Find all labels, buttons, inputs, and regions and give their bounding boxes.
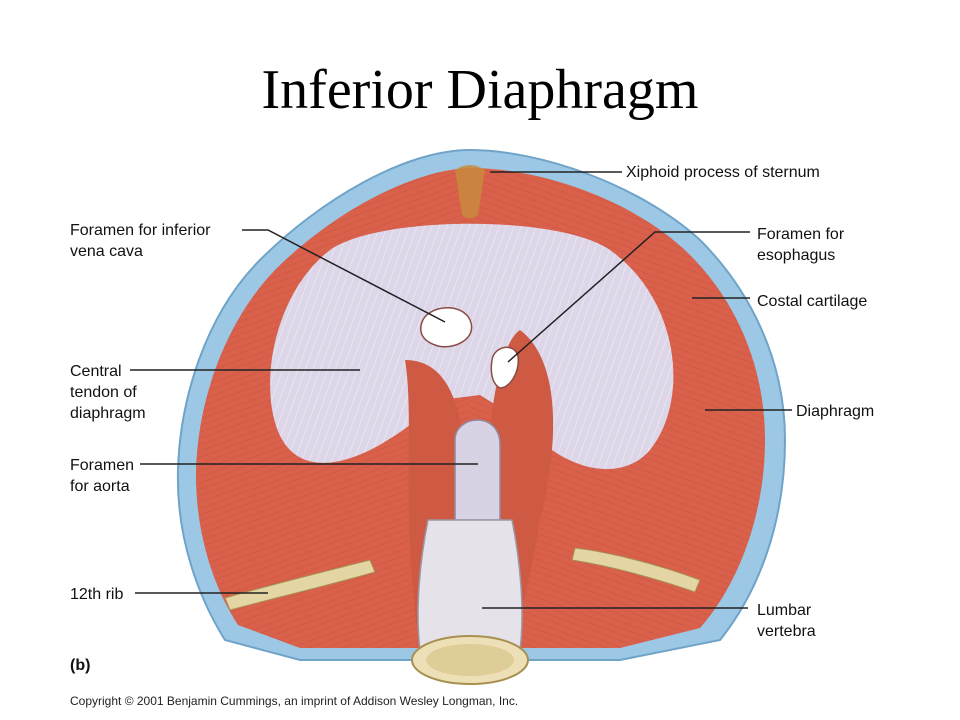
label-foramen-ivc: Foramen for inferior vena cava <box>70 222 211 260</box>
label-diaphragm: Diaphragm <box>796 403 875 420</box>
label-xiphoid: Xiphoid process of sternum <box>626 164 820 181</box>
label-12th-rib: 12th rib <box>70 586 124 603</box>
label-central-tendon: Central tendon of diaphragm <box>70 363 146 422</box>
label-foramen-esophagus: Foramen for esophagus <box>757 226 845 264</box>
page-title: Inferior Diaphragm <box>261 59 699 121</box>
foramen-aorta <box>454 419 501 521</box>
vertebral-column <box>417 519 523 651</box>
copyright-notice: Copyright © 2001 Benjamin Cummings, an i… <box>70 694 519 708</box>
label-lumbar-vertebra: Lumbar vertebra <box>757 602 816 640</box>
left-12th-rib <box>571 547 701 593</box>
foramen-esophagus <box>490 346 519 389</box>
leader-lines <box>130 171 792 609</box>
xiphoid-process <box>455 165 485 219</box>
label-costal-cartilage: Costal cartilage <box>757 293 868 310</box>
label-foramen-aorta: Foramen for aorta <box>70 457 135 495</box>
foramen-ivc <box>420 307 473 348</box>
right-12th-rib <box>224 559 376 611</box>
panel-label: (b) <box>70 657 91 674</box>
